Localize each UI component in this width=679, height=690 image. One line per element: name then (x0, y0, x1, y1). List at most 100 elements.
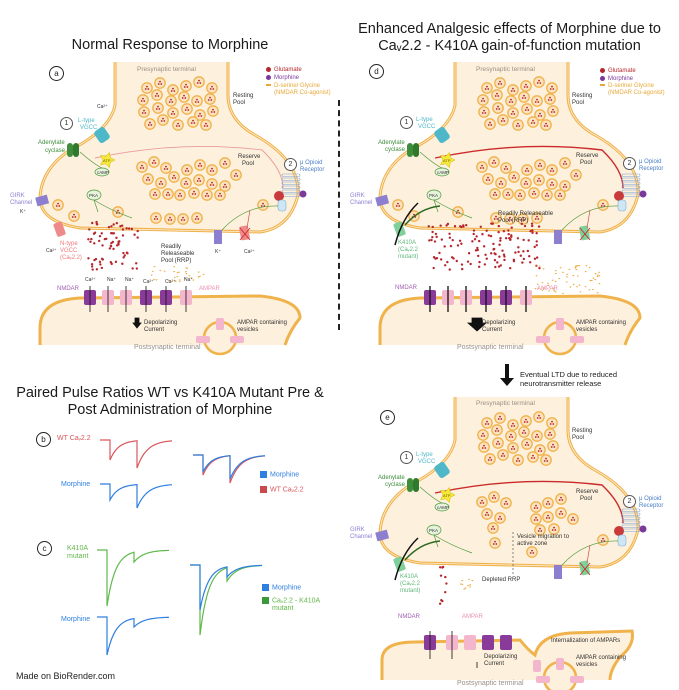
glutamate-molecule (502, 230, 506, 233)
coagonist-molecule (568, 268, 571, 271)
vesicle-glutamate (140, 100, 143, 102)
vesicle-glutamate (510, 433, 512, 436)
coagonist-molecule (461, 580, 464, 582)
vesicle-glutamate (184, 170, 187, 172)
vesicle-glutamate (198, 177, 200, 180)
vesicle-glutamate (518, 125, 521, 127)
vesicle (540, 119, 552, 131)
vesicle-glutamate (527, 170, 530, 172)
vesicle (152, 102, 164, 114)
vesicle-glutamate (199, 180, 202, 182)
glutamate-molecule (497, 265, 501, 268)
vesicle-glutamate (552, 184, 555, 186)
glutamate-molecule (110, 262, 113, 266)
vesicle-glutamate (142, 97, 144, 100)
legend-morphine-d: Morphine (600, 76, 633, 83)
pka-pathway (93, 199, 133, 219)
ion-label-a-5: Ca²⁺ (165, 279, 176, 285)
vesicle (518, 91, 530, 103)
vesicle-glutamate (493, 494, 495, 497)
vesicle-glutamate (532, 119, 534, 122)
glutamate-molecule (123, 254, 126, 257)
ntype-label-a-1: N-type (60, 241, 78, 247)
enhanced-pathway (404, 205, 441, 226)
coagonist-molecule (565, 276, 569, 278)
coagonist-molecule (565, 281, 569, 284)
vesicle-glutamate (511, 101, 514, 103)
legend-b-morphine-text: Morphine (270, 471, 300, 479)
vesicle-glutamate (526, 183, 529, 185)
adenylate-label-e-2: cyclase (385, 482, 406, 488)
vesicle-glutamate (550, 434, 553, 436)
glutamate-molecule (537, 225, 541, 228)
ntype-label-a-3: (Caᵥ2.2) (60, 255, 82, 261)
glutamate-molecule (431, 235, 434, 239)
vesicle-glutamate (487, 124, 490, 126)
vesicle-glutamate (209, 88, 212, 90)
vesicle-glutamate (495, 194, 498, 196)
resting-pool-label-d-2: Pool (572, 100, 585, 106)
vesicle-glutamate (262, 202, 264, 205)
vesicle (193, 76, 205, 88)
vesicle-glutamate (495, 543, 498, 545)
vesicle (520, 80, 532, 92)
legend-glutamate-label: Glutamate (274, 67, 302, 74)
glutamate-molecule (440, 598, 443, 602)
vesicle-glutamate (185, 83, 187, 86)
vesicle-glutamate (165, 165, 167, 168)
vesicle-glutamate (564, 183, 566, 186)
vesicle-glutamate (550, 111, 553, 113)
glutamate-molecule (458, 239, 462, 242)
coagonist-molecule (197, 276, 200, 278)
ltd-arrow-icon (500, 364, 514, 386)
vesicle (497, 449, 509, 461)
legend-b-morphine-swatch (260, 471, 267, 478)
pka-pathway (433, 199, 473, 219)
reserve-pool-label-a-2: Pool (242, 161, 255, 167)
coagonist-molecule (554, 270, 557, 272)
vesicle-glutamate (513, 448, 516, 450)
vesicle-glutamate (484, 447, 487, 449)
vesicle (165, 95, 177, 107)
vesicle (559, 180, 571, 192)
glutamate-molecule (136, 229, 139, 233)
coagonist-molecule (576, 275, 580, 277)
coagonist-molecule (547, 290, 551, 292)
vesicle-glutamate (560, 195, 563, 197)
vesicle-glutamate (551, 529, 554, 531)
vesicle-glutamate (524, 432, 527, 434)
vesicle-glutamate (181, 97, 184, 99)
vesicle-glutamate (179, 192, 181, 195)
vesicle-glutamate (173, 90, 176, 92)
glutamate-molecule (87, 238, 90, 241)
vesicle-glutamate (560, 496, 562, 499)
trace-c-morphine-label: Morphine (61, 616, 91, 623)
k410a-label-e-2: (Caᵥ2.2 (400, 581, 420, 587)
gi-ca-inhibit (246, 209, 251, 229)
vesicle-glutamate (139, 167, 142, 169)
k410a-label-d-1: K410A (398, 240, 417, 246)
vesicle-glutamate (497, 518, 500, 520)
vesicle-glutamate (197, 101, 200, 103)
coagonist-molecule (541, 282, 544, 284)
legend-b-wt-swatch (260, 486, 267, 493)
vesicle (148, 156, 160, 168)
vesicle-glutamate (156, 218, 159, 220)
vesicle-glutamate (495, 215, 497, 218)
glutamate-molecule (91, 221, 94, 225)
vesicle-glutamate (196, 215, 198, 218)
depolarizing-label-e-1: Depolarizing (484, 654, 518, 660)
vesicle (482, 173, 494, 185)
legend-coagonist-line2-d: (NMDAR Co-agonist) (608, 90, 665, 96)
glutamate-molecule (472, 232, 475, 236)
glutamate-molecule (522, 257, 526, 261)
coagonist-molecule (585, 265, 588, 267)
vesicle-glutamate (197, 165, 200, 167)
glutamate-molecule (529, 229, 532, 233)
legend-c-morphine-swatch (262, 584, 269, 591)
opioid-receptor-loop (621, 173, 641, 177)
vesicle-glutamate (576, 175, 579, 177)
gi-protein (617, 534, 627, 547)
glutamate-icon (600, 68, 605, 73)
vesicle-glutamate (532, 552, 535, 554)
